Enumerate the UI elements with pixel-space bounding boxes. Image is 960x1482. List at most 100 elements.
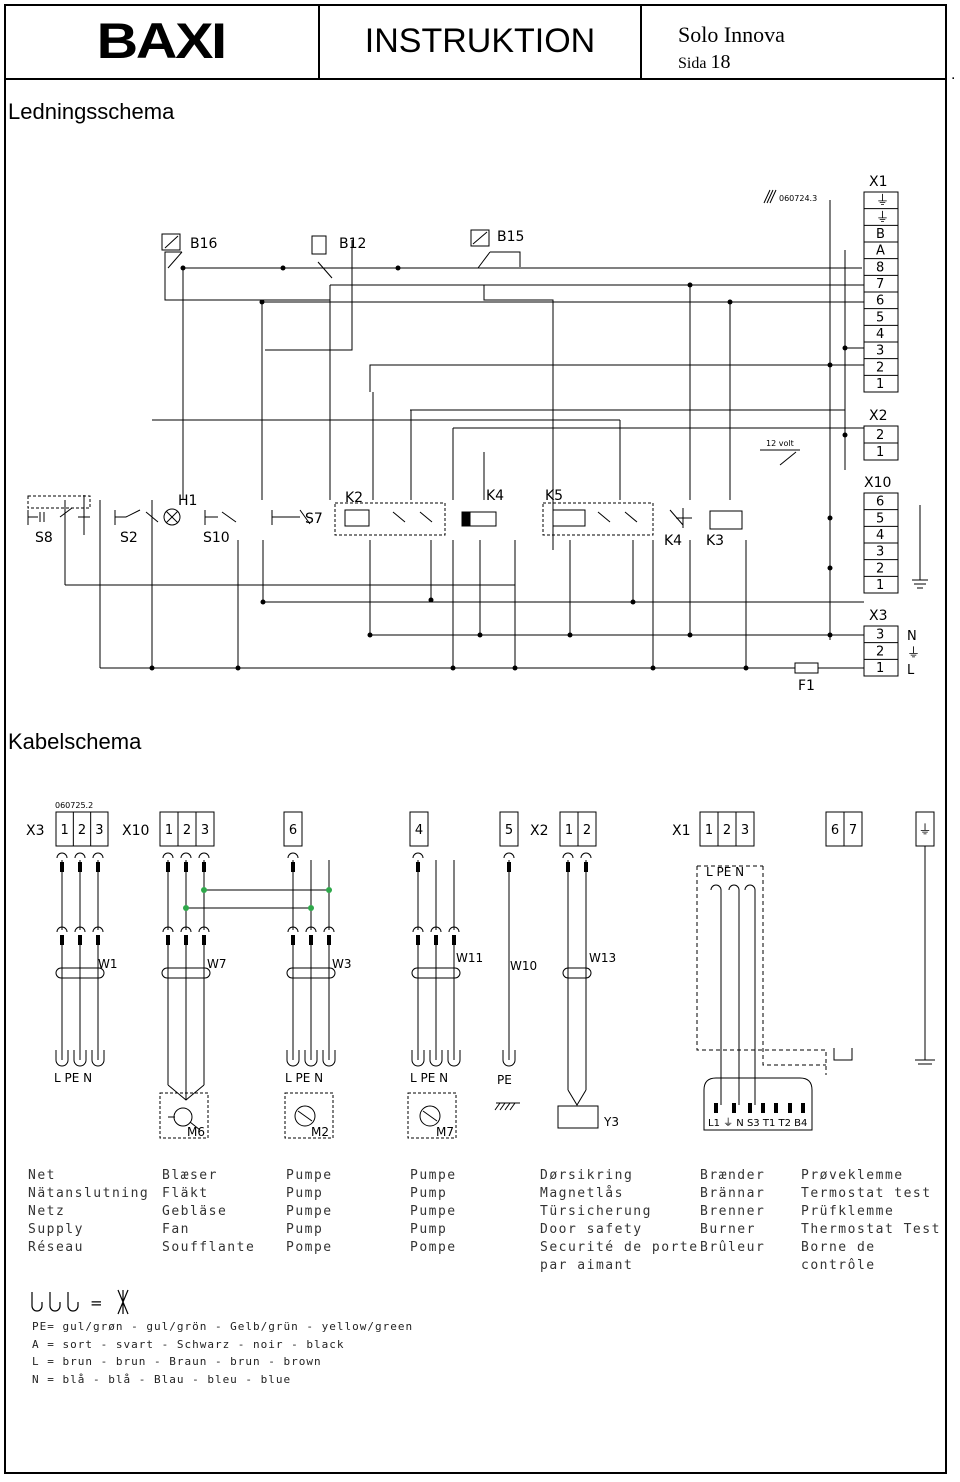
- f1-fuse-icon: [794, 662, 819, 674]
- label-y3: Y3: [603, 1115, 619, 1129]
- connector-pin-black: [566, 862, 570, 872]
- wiring-drawing-number: 060724.3: [779, 194, 817, 203]
- legend-text: Brenner: [700, 1204, 766, 1219]
- k2-relay-icon: [334, 502, 446, 536]
- burner-pin-black: [801, 1103, 805, 1113]
- earth-icon: [912, 505, 928, 589]
- k5-relay-icon: [542, 502, 654, 536]
- burner-pin-black: [714, 1103, 718, 1113]
- pin-hook: [412, 926, 424, 933]
- pin-hook: [412, 852, 424, 859]
- burner-pin-black: [748, 1103, 752, 1113]
- relay-voltage: 12 volt: [766, 439, 794, 448]
- color-line-pe: PE= gul/grøn - gul/grön - Gelb/grün - ye…: [32, 1320, 414, 1333]
- x10-pin: 5: [876, 511, 884, 526]
- x3-pin: 3: [876, 628, 884, 643]
- pin-hook: [287, 926, 299, 933]
- pin-hook: [287, 852, 299, 859]
- w1-sleeve: [55, 967, 105, 979]
- x1-label: X1: [869, 174, 888, 190]
- connector-pin: 2: [78, 823, 86, 838]
- label-s2: S2: [120, 530, 138, 546]
- label-m6: M6: [187, 1125, 205, 1139]
- color-line-n: N = blå - blå - Blau - bleu - blue: [32, 1372, 292, 1386]
- legend-text: Magnetlås: [540, 1186, 624, 1201]
- cable-w1: W1: [98, 957, 118, 971]
- connector-pin: 3: [95, 823, 103, 838]
- legend-text: Netz: [28, 1204, 66, 1219]
- connector-pin-black: [434, 935, 438, 945]
- connector-pin-black: [96, 862, 100, 872]
- label-k4-contact: K4: [664, 533, 682, 549]
- label-k3: K3: [706, 533, 724, 549]
- connector-pin: 5: [505, 823, 513, 838]
- x1-pin: 8: [876, 260, 884, 275]
- k3-relay-switch-icon: [760, 449, 800, 466]
- label-h1: H1: [178, 493, 197, 509]
- x1-pin: 2: [876, 360, 884, 375]
- pin-hook: [305, 926, 317, 933]
- baxi-logo: BAXI: [96, 13, 227, 69]
- lpen-label-1: L PE N: [54, 1071, 92, 1085]
- cable-x2-label: X2: [530, 823, 549, 839]
- pin-hook: [448, 926, 460, 933]
- connector-pin: ⏚: [918, 823, 931, 838]
- connector-pin-black: [60, 862, 64, 872]
- logo-cell: BAXI: [4, 4, 320, 78]
- legend-text: par aimant: [540, 1258, 634, 1273]
- legend-text: Pump: [410, 1222, 448, 1237]
- pin-hook: [323, 926, 335, 933]
- legend-text: Brännar: [700, 1186, 766, 1201]
- legend-text: Pumpe: [410, 1168, 457, 1183]
- cable-w3: W3: [332, 957, 352, 971]
- legend-text: Pump: [410, 1186, 448, 1201]
- x10-pin: 6: [876, 495, 884, 510]
- x3-side-label: L: [907, 663, 915, 678]
- s10-switch-icon: [204, 510, 237, 525]
- x1-pin: B: [876, 227, 885, 242]
- cable-section-title: Kabelschema: [8, 729, 142, 754]
- wiring-hatch-icon: [763, 189, 777, 204]
- legend-text: Prüfklemme: [801, 1204, 895, 1219]
- pin-hook: [56, 852, 68, 859]
- connector-pin: 2: [723, 823, 731, 838]
- legend-text: Pump: [286, 1222, 324, 1237]
- connector-pin: 1: [165, 823, 173, 838]
- pin-hook: [180, 926, 192, 933]
- legend-text: Thermostat Test: [801, 1222, 941, 1237]
- connector-pin: 2: [183, 823, 191, 838]
- pump-m2-icon: [284, 1092, 334, 1139]
- w11-sleeve: [411, 967, 461, 979]
- pe-label: PE: [497, 1073, 512, 1087]
- label-s7: S7: [305, 511, 323, 527]
- x3-side-label: N: [907, 629, 917, 644]
- document-title: INSTRUKTION: [320, 4, 642, 78]
- legend-text: Pumpe: [410, 1204, 457, 1219]
- connector-pin: 1: [61, 823, 69, 838]
- connector-pin-black: [96, 935, 100, 945]
- connector-pin-black: [184, 862, 188, 872]
- page-frame: [4, 4, 947, 1474]
- legend-text: Fan: [162, 1222, 190, 1237]
- s7-switch-icon: [271, 509, 311, 525]
- pin-hook: [162, 852, 174, 859]
- pin-hook: [74, 852, 86, 859]
- pin-hook: [198, 852, 210, 859]
- s8-switch-icon: [27, 495, 91, 535]
- label-m7: M7: [436, 1125, 454, 1139]
- burner-lpen-label: L PE N: [706, 865, 744, 879]
- legend-text: contrôle: [801, 1258, 876, 1273]
- connector-pin-black: [291, 862, 295, 872]
- header-period: .: [951, 66, 956, 83]
- burner-pin-labels: L1 ⏚ N S3 T1 T2 B4: [708, 1117, 807, 1129]
- connector-pin-black: [78, 935, 82, 945]
- pump-m7-icon: [407, 1092, 457, 1139]
- label-k2: K2: [345, 490, 363, 506]
- b12-sensor-icon: [311, 235, 333, 279]
- wiring-diagram: 060724.3 B16 B12 B15 K2 K4 K5 H1 S8 S2 S…: [27, 174, 928, 694]
- cable-x1-label: X1: [672, 823, 691, 839]
- pin-hook: [198, 926, 210, 933]
